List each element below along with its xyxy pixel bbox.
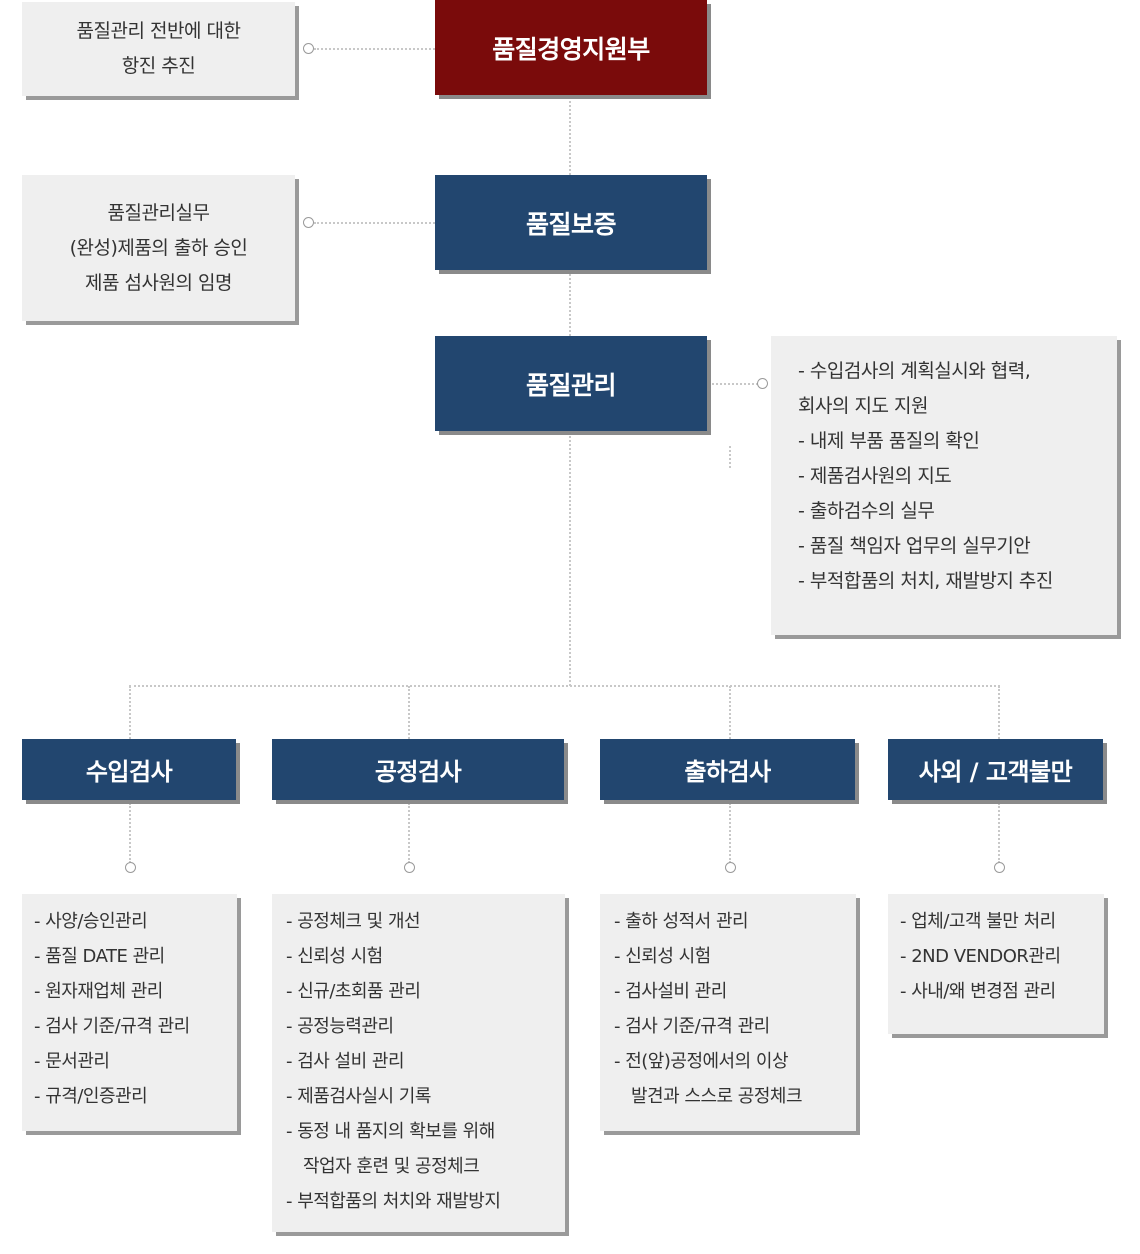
dept-complaint-title: 사외 / 고객불만 [918, 758, 1073, 786]
dept-note-item: - 부적합품의 처치와 재발방지 [286, 1191, 501, 1212]
connector-dept-4-note-dot [994, 862, 1005, 873]
top-dept-title: 품질경영지원부 [492, 34, 650, 64]
dept-note-item: - 원자재업체 관리 [34, 981, 163, 1002]
connector-branch-dept-2 [408, 686, 410, 739]
dept-note-item: 발견과 스스로 공정체크 [631, 1086, 803, 1107]
dept-outgoing-title: 출하검사 [684, 758, 771, 786]
control-note-item: - 수입검사의 계획실시와 협력, [798, 360, 1031, 382]
dept-complaint-box: 사외 / 고객불만 [888, 739, 1103, 800]
dept-incoming-title: 수입검사 [85, 758, 173, 786]
dept-note-item: - 검사 기준/규격 관리 [34, 1016, 190, 1037]
control-box: 품질관리 [435, 336, 707, 431]
top-dept-box: 품질경영지원부 [435, 0, 707, 95]
dept-process-title: 공정검사 [374, 758, 462, 786]
assurance-note: 품질관리실무 (완성)제품의 출하 승인 제품 섬사원의 임명 [22, 175, 295, 321]
dept-note-item: - 검사설비 관리 [614, 981, 727, 1002]
control-title: 품질관리 [525, 370, 617, 400]
control-note-item: - 내제 부품 품질의 확인 [798, 430, 980, 452]
dept-note-item: - 공정능력관리 [286, 1016, 394, 1037]
connector-dept-3-note [729, 803, 731, 863]
dept-note-item: - 사내/왜 변경점 관리 [900, 981, 1056, 1002]
connector-control-note-dot [757, 378, 768, 389]
top-dept-note: 품질관리 전반에 대한 항진 추진 [22, 2, 295, 96]
dept-note-item: - 신뢰성 시험 [286, 946, 383, 967]
assurance-note-line: 제품 섬사원의 임명 [85, 271, 232, 294]
top-dept-note-line: 품질관리 전반에 대한 [76, 20, 241, 42]
dept-note-item: - 품질 DATE 관리 [34, 946, 165, 967]
control-note-item: - 부적합품의 처치, 재발방지 추진 [798, 570, 1053, 592]
connector-assurance-note [314, 222, 435, 224]
connector-top-note-dot [303, 43, 314, 54]
connector-top-note [314, 48, 435, 50]
dept-outgoing-note: - 출하 성적서 관리 - 신뢰성 시험 - 검사설비 관리 - 검사 기준/규… [600, 894, 856, 1131]
dept-note-item: - 2ND VENDOR관리 [900, 946, 1061, 967]
assurance-box: 품질보증 [435, 175, 707, 270]
control-note-item: - 품질 책임자 업무의 실무기안 [798, 535, 1031, 557]
dept-note-item: - 문서관리 [34, 1051, 110, 1072]
dept-outgoing-box: 출하검사 [600, 739, 855, 800]
dept-complaint-note: - 업체/고객 불만 처리 - 2ND VENDOR관리 - 사내/왜 변경점 … [888, 894, 1104, 1034]
connector-control-to-branch [569, 432, 571, 686]
dept-note-item: - 신규/초회품 관리 [286, 981, 421, 1002]
dept-note-item: - 동정 내 품지의 확보를 위해 [286, 1121, 495, 1142]
connector-branch-dept-4 [998, 686, 1000, 739]
connector-dept-3-note-dot [725, 862, 736, 873]
dept-note-item: - 규격/인증관리 [34, 1086, 148, 1107]
connector-branch-dept-1 [129, 686, 131, 739]
dept-incoming-box: 수입검사 [22, 739, 236, 800]
connector-assurance-note-dot [303, 217, 314, 228]
dept-note-item: - 업체/고객 불만 처리 [900, 911, 1056, 932]
connector-dept-1-note-dot [125, 862, 136, 873]
control-note: - 수입검사의 계획실시와 협력, 회사의 지도 지원 - 내제 부품 품질의 … [771, 336, 1117, 635]
assurance-note-line: (완성)제품의 출하 승인 [69, 236, 248, 259]
dept-note-item: - 검사 기준/규격 관리 [614, 1016, 770, 1037]
dept-note-item: - 사양/승인관리 [34, 911, 148, 932]
connector-control-note-tick [729, 446, 731, 468]
top-dept-note-line: 항진 추진 [121, 55, 196, 77]
dept-note-item: - 제품검사실시 기록 [286, 1086, 431, 1107]
dept-process-note: - 공정체크 및 개선 - 신뢰성 시험 - 신규/초회품 관리 - 공정능력관… [272, 894, 565, 1232]
connector-dept-4-note [998, 803, 1000, 863]
dept-note-item: 작업자 훈련 및 공정체크 [303, 1156, 480, 1177]
connector-assurance-to-control [569, 271, 571, 336]
dept-note-item: - 검사 설비 관리 [286, 1051, 405, 1072]
control-note-item: 회사의 지도 지원 [798, 395, 928, 417]
connector-dept-2-note [408, 803, 410, 863]
assurance-note-line: 품질관리실무 [107, 201, 210, 224]
connector-control-note [712, 383, 758, 385]
connector-top-to-assurance [569, 97, 571, 175]
dept-note-item: - 신뢰성 시험 [614, 946, 711, 967]
connector-dept-1-note [129, 803, 131, 863]
dept-note-item: - 전(앞)공정에서의 이상 [614, 1051, 789, 1072]
control-note-item: - 제품검사원의 지도 [798, 465, 952, 487]
dept-note-item: - 출하 성적서 관리 [614, 911, 749, 932]
dept-note-item: - 공정체크 및 개선 [286, 911, 421, 932]
connector-branch-dept-3 [729, 686, 731, 739]
dept-incoming-note: - 사양/승인관리 - 품질 DATE 관리 - 원자재업체 관리 - 검사 기… [22, 894, 237, 1131]
control-note-item: - 출하검수의 실무 [798, 500, 935, 522]
assurance-title: 품질보증 [525, 209, 617, 239]
connector-dept-2-note-dot [404, 862, 415, 873]
dept-process-box: 공정검사 [272, 739, 564, 800]
connector-branch-horizontal [129, 685, 1000, 687]
